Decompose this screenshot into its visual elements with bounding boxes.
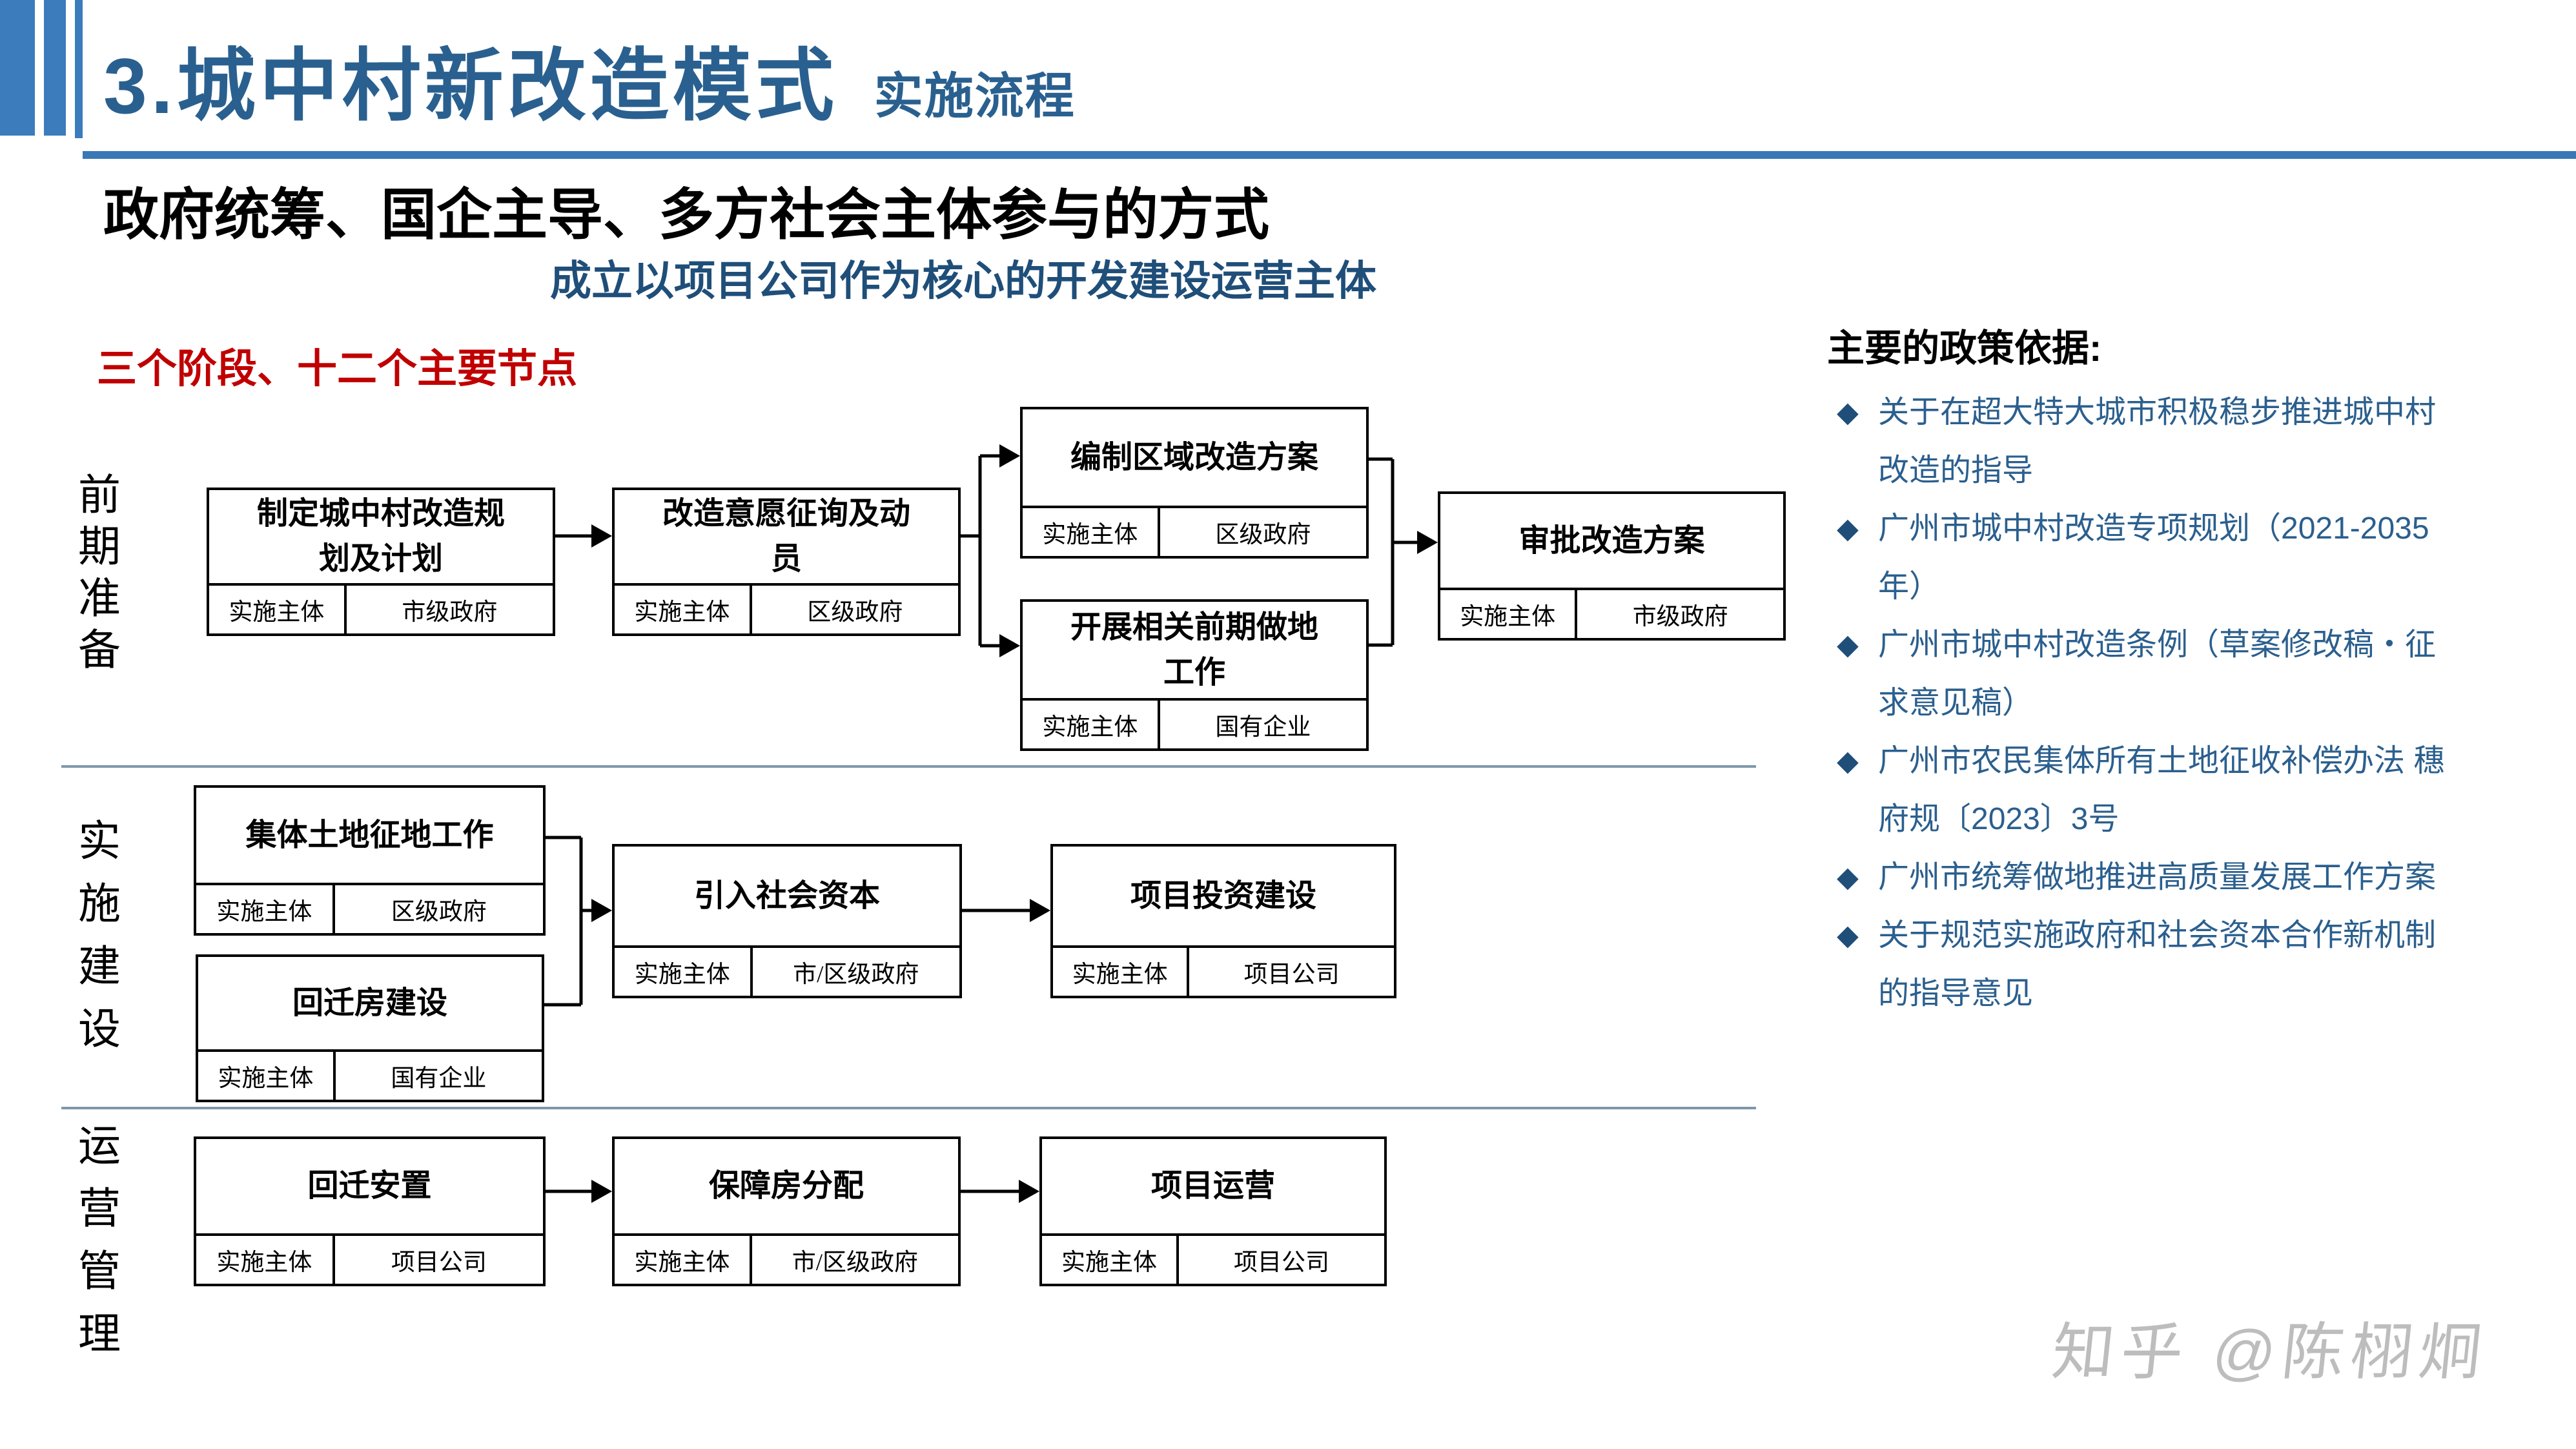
page-title: 3.城中村新改造模式 — [103, 42, 838, 130]
flow-node-scheme: 编制区域改造方案 实施主体 区级政府 — [1020, 407, 1369, 559]
accent-bar-icon — [0, 0, 35, 136]
flow-node-footer: 实施主体 市级政府 — [209, 583, 553, 633]
intro-line-blue: 成立以项目公司作为核心的开发建设运营主体 — [550, 258, 1376, 304]
stage-label-construction: 实施建设 — [78, 818, 121, 1053]
flow-node-footer: 实施主体 区级政府 — [615, 583, 958, 633]
diamond-bullet-icon: ◆ — [1837, 920, 1859, 951]
owner-value: 项目公司 — [1243, 961, 1340, 988]
flow-node-footer: 实施主体 项目公司 — [1042, 1233, 1384, 1284]
owner-label: 实施主体 — [1023, 701, 1160, 748]
stage-divider — [61, 765, 1756, 768]
owner-value: 区级政府 — [1215, 522, 1311, 548]
owner-value: 国有企业 — [391, 1065, 487, 1092]
owner-label: 实施主体 — [209, 586, 347, 633]
owner-label: 实施主体 — [1053, 948, 1190, 996]
policy-item-text: 关于规范实施政府和社会资本合作新机制的指导意见 — [1878, 918, 2437, 1011]
flow-node-title: 保障房分配 — [708, 1169, 864, 1204]
watermark: 知乎 @陈栩炯 — [2049, 1318, 2491, 1387]
owner-label: 实施主体 — [615, 1236, 752, 1284]
owner-value: 国有企业 — [1215, 714, 1311, 741]
flow-node-social-capital: 引入社会资本 实施主体 市/区级政府 — [612, 844, 962, 998]
owner-value: 市级政府 — [1632, 604, 1728, 630]
flow-node-land-prep: 开展相关前期做地工作 实施主体 国有企业 — [1020, 599, 1369, 751]
flow-node-land-acquisition: 集体土地征地工作 实施主体 区级政府 — [194, 785, 546, 936]
flow-node-footer: 实施主体 国有企业 — [198, 1049, 542, 1100]
policy-item: ◆ 广州市统筹做地推进高质量发展工作方案 — [1837, 848, 2466, 907]
owner-value: 市/区级政府 — [793, 961, 919, 988]
flow-node-plan: 制定城中村改造规划及计划 实施主体 市级政府 — [207, 488, 555, 636]
policy-item-text: 广州市统筹做地推进高质量发展工作方案 — [1878, 860, 2437, 894]
owner-value: 项目公司 — [1234, 1249, 1329, 1276]
diamond-bullet-icon: ◆ — [1837, 629, 1859, 661]
policy-item: ◆ 广州市城中村改造条例（草案修改稿・征求意见稿） — [1837, 616, 2466, 732]
owner-value: 市/区级政府 — [792, 1249, 919, 1276]
policy-item: ◆ 广州市农民集体所有土地征收补偿办法 穗府规〔2023〕3号 — [1837, 732, 2466, 848]
flow-node-title: 集体土地征地工作 — [245, 817, 494, 852]
flow-node-consult: 改造意愿征询及动员 实施主体 区级政府 — [612, 488, 961, 636]
owner-value: 项目公司 — [391, 1249, 487, 1276]
owner-label: 实施主体 — [1440, 590, 1578, 638]
diamond-bullet-icon: ◆ — [1837, 861, 1859, 893]
title-underline — [83, 151, 2576, 159]
owner-label: 实施主体 — [1023, 508, 1160, 556]
flow-node-title: 项目运营 — [1150, 1169, 1275, 1204]
flow-node-resettlement-housing: 回迁房建设 实施主体 国有企业 — [196, 954, 544, 1102]
owner-value: 区级政府 — [807, 599, 903, 626]
flow-node-title: 回迁安置 — [307, 1169, 432, 1204]
diamond-bullet-icon: ◆ — [1837, 513, 1859, 544]
flow-node-investment: 项目投资建设 实施主体 项目公司 — [1050, 844, 1396, 998]
page-subtitle: 实施流程 — [874, 69, 1076, 124]
flow-node-title: 回迁房建设 — [292, 985, 447, 1020]
stage-label-preparation: 前期准备 — [78, 472, 121, 674]
title-row: 3.城中村新改造模式 实施流程 — [103, 43, 1076, 129]
intro-note-red: 三个阶段、十二个主要节点 — [97, 347, 578, 391]
policy-heading: 主要的政策依据: — [1827, 327, 2102, 369]
flow-node-operation: 项目运营 实施主体 项目公司 — [1039, 1136, 1387, 1286]
policy-item: ◆ 广州市城中村改造专项规划（2021-2035年） — [1837, 500, 2466, 616]
flow-node-title: 制定城中村改造规划及计划 — [256, 497, 505, 576]
policy-item-text: 广州市农民集体所有土地征收补偿办法 穗府规〔2023〕3号 — [1878, 744, 2445, 836]
policy-item-text: 关于在超大特大城市积极稳步推进城中村改造的指导 — [1878, 395, 2437, 488]
owner-value: 区级政府 — [391, 899, 487, 925]
flow-node-title: 改造意愿征询及动员 — [662, 497, 910, 576]
policy-item: ◆ 关于规范实施政府和社会资本合作新机制的指导意见 — [1837, 907, 2466, 1023]
flow-node-title: 项目投资建设 — [1130, 878, 1316, 913]
flow-node-footer: 实施主体 市/区级政府 — [615, 1233, 958, 1284]
flow-node-footer: 实施主体 国有企业 — [1023, 698, 1366, 748]
diamond-bullet-icon: ◆ — [1837, 745, 1859, 777]
accent-bar-icon — [75, 0, 83, 138]
owner-label: 实施主体 — [196, 1236, 335, 1284]
flow-node-title: 审批改造方案 — [1518, 523, 1705, 558]
flow-node-housing-allocation: 保障房分配 实施主体 市/区级政府 — [612, 1136, 961, 1286]
stage-divider — [61, 1107, 1756, 1109]
owner-label: 实施主体 — [198, 1052, 336, 1100]
flow-node-approve: 审批改造方案 实施主体 市级政府 — [1438, 491, 1786, 641]
flow-node-footer: 实施主体 区级政府 — [1023, 506, 1366, 556]
accent-bar-icon — [44, 0, 66, 136]
flow-node-footer: 实施主体 市/区级政府 — [615, 945, 959, 996]
flow-node-footer: 实施主体 区级政府 — [196, 883, 543, 933]
owner-label: 实施主体 — [615, 586, 752, 633]
flow-node-relocation: 回迁安置 实施主体 项目公司 — [194, 1136, 546, 1286]
policy-item: ◆ 关于在超大特大城市积极稳步推进城中村改造的指导 — [1837, 384, 2466, 500]
intro-line-black: 政府统筹、国企主导、多方社会主体参与的方式 — [103, 184, 1269, 246]
flow-node-footer: 实施主体 项目公司 — [1053, 945, 1394, 996]
owner-label: 实施主体 — [1042, 1236, 1179, 1284]
flow-node-title: 开展相关前期做地工作 — [1070, 610, 1318, 690]
stage-label-operation: 运营管理 — [78, 1123, 121, 1358]
diamond-bullet-icon: ◆ — [1837, 396, 1859, 428]
policy-item-text: 广州市城中村改造专项规划（2021-2035年） — [1878, 511, 2429, 604]
flow-node-footer: 实施主体 市级政府 — [1440, 588, 1783, 638]
flow-node-title: 引入社会资本 — [693, 878, 880, 913]
owner-value: 市级政府 — [402, 599, 498, 626]
flow-node-title: 编制区域改造方案 — [1070, 440, 1318, 475]
flow-node-footer: 实施主体 项目公司 — [196, 1233, 543, 1284]
owner-label: 实施主体 — [615, 948, 753, 996]
policy-item-text: 广州市城中村改造条例（草案修改稿・征求意见稿） — [1878, 628, 2437, 720]
policy-list: ◆ 关于在超大特大城市积极稳步推进城中村改造的指导 ◆ 广州市城中村改造专项规划… — [1837, 384, 2466, 1023]
owner-label: 实施主体 — [196, 885, 335, 933]
